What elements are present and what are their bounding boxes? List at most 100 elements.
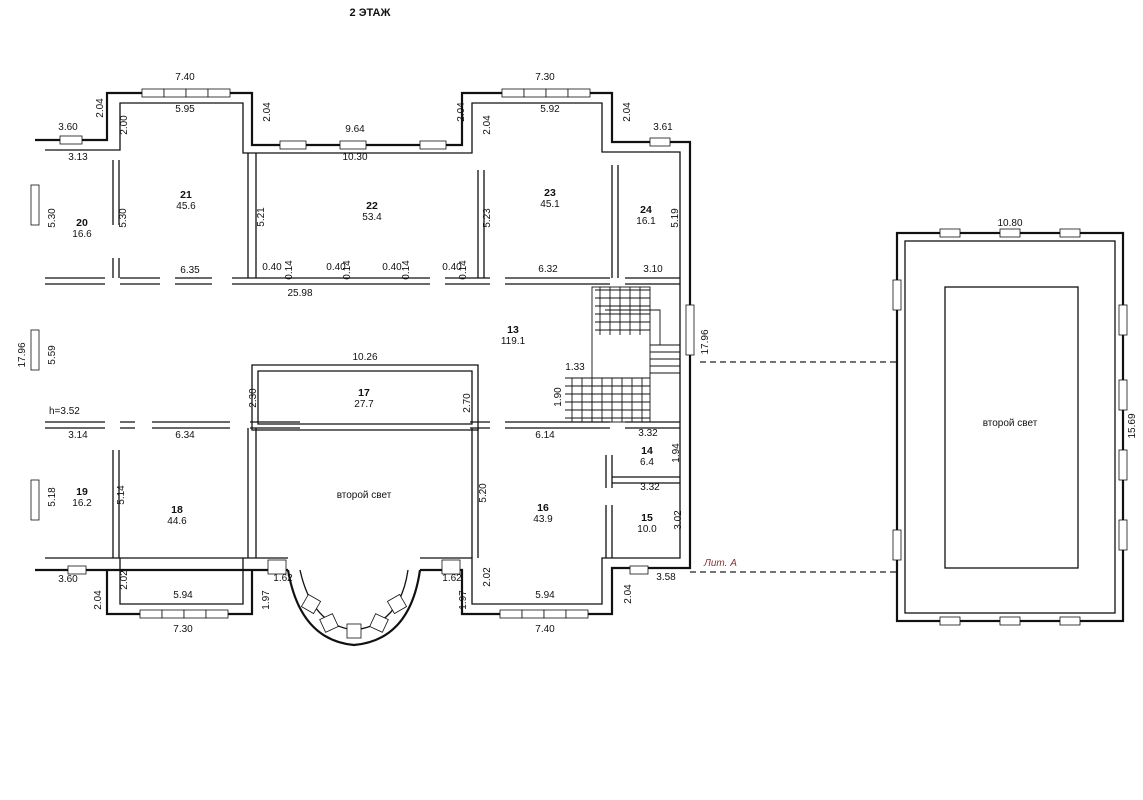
dimension-label: 2.04 [262,102,273,122]
room-number: 24 [640,204,652,216]
dimension-label: 1.97 [261,590,272,610]
dimension-label: 7.30 [173,624,193,635]
room-area: 45.1 [540,199,560,210]
dimension-label: 5.23 [482,208,493,228]
plan-title: 2 ЭТАЖ [350,7,391,19]
bay-windows [300,593,408,639]
dimension-label: 7.40 [175,72,195,83]
dimension-label: 2.02 [482,567,493,587]
dimension-label: 0.40 [442,262,462,273]
dimension-label: 5.18 [47,487,58,507]
dimension-label: 2.04 [456,102,467,122]
dimension-label: 2.04 [93,590,104,610]
room-area: 6.4 [640,457,654,468]
dimension-label: 3.13 [68,152,88,163]
dimension-label: 0.40 [262,262,282,273]
dimension-label: 2.04 [623,584,634,604]
dimension-label: 25.98 [287,288,312,299]
staircase [565,286,680,423]
dimension-label: 2.04 [622,102,633,122]
dimension-label: 0.14 [401,260,412,280]
dimension-label: 10.30 [342,152,367,163]
dimension-label: 1.62 [442,573,462,584]
room-number: 16 [537,502,549,514]
interior-walls [45,153,680,558]
dimension-label: 5.14 [116,485,127,505]
dimension-label: 5.30 [118,208,129,228]
dimension-label: 9.64 [345,124,365,135]
dimension-label: 10.26 [352,352,377,363]
room-area: 27.7 [354,399,374,410]
dimension-label: 7.30 [535,72,555,83]
dimension-label: 2.02 [119,570,130,590]
dimension-label: 5.21 [256,207,267,227]
dimension-label: 3.32 [638,428,658,439]
bay-outer [286,569,422,647]
room-labels: 20 16.6 21 45.6 22 53.4 23 45.1 24 16.1 … [49,187,1038,569]
dimension-label: 3.02 [673,510,684,530]
outer-wall-inner-line [45,102,681,605]
room-number: 15 [641,512,653,524]
room-number: 14 [641,445,653,457]
second-light-label: второй свет [337,490,392,501]
dimension-label: 2.04 [95,98,106,118]
dimension-label: 6.14 [535,430,555,441]
dimension-labels: 7.40 5.95 2.04 2.00 3.60 3.13 5.30 5.30 2.04 9.64… [17,72,1138,635]
dimension-label: 3.10 [643,264,663,275]
lit-a-label: Лит. А [703,558,737,569]
dimension-label: 1.62 [273,573,293,584]
dimension-label: 2.04 [482,115,493,135]
dimension-label: 5.94 [535,590,555,601]
dimension-label: 0.40 [326,262,346,273]
room-area: 10.0 [637,524,657,535]
dimension-label: 6.35 [180,265,200,276]
dimension-label: 6.32 [538,264,558,275]
room-number: 22 [366,200,378,212]
room-area: 45.6 [176,201,196,212]
windows [30,88,695,619]
dimension-label: 5.92 [540,104,560,115]
dimension-label: 17.96 [700,329,711,354]
room-number: 19 [76,486,88,498]
dimension-label: 0.14 [458,260,469,280]
dimension-label: 5.95 [175,104,195,115]
annex-building [892,228,1128,626]
dimension-label: 3.14 [68,430,88,441]
dimension-label: 0.40 [382,262,402,273]
dimension-label: 3.32 [640,482,660,493]
room-number: 21 [180,189,192,201]
dimension-label: 15.69 [1127,413,1138,438]
dimension-label: 6.34 [175,430,195,441]
dimension-label: 1.33 [565,362,585,373]
dimension-label: 5.19 [670,208,681,228]
dimension-label: 2.70 [462,393,473,413]
room-area: 43.9 [533,514,553,525]
room-area: 119.1 [501,336,526,347]
room-number: 18 [171,504,183,516]
dimension-label: 5.94 [173,590,193,601]
dimension-label: 3.58 [656,572,676,583]
room-area: 44.6 [167,516,187,527]
dimension-label: 1.97 [458,590,469,610]
dimension-label: 2.00 [119,115,130,135]
dimension-label: 5.30 [47,208,58,228]
dimension-label: 3.60 [58,122,78,133]
dimension-label: 3.60 [58,574,78,585]
second-light-annex-label: второй свет [983,418,1038,429]
dimension-label: 10.80 [997,218,1022,229]
dimension-label: 5.59 [47,345,58,365]
height-label: h=3.52 [49,406,80,417]
room-number: 23 [544,187,556,199]
dimension-label: 1.90 [553,387,564,407]
dimension-label: 7.40 [535,624,555,635]
dimension-label: 0.14 [284,260,295,280]
room-area: 16.1 [636,216,656,227]
room-area: 16.2 [72,498,92,509]
dimension-label: 0.14 [342,260,353,280]
dimension-label: 5.20 [478,483,489,503]
room-number: 13 [507,324,519,336]
dimension-label: 17.96 [17,342,28,367]
dimension-label: 3.61 [653,122,673,133]
room-area: 53.4 [362,212,382,223]
